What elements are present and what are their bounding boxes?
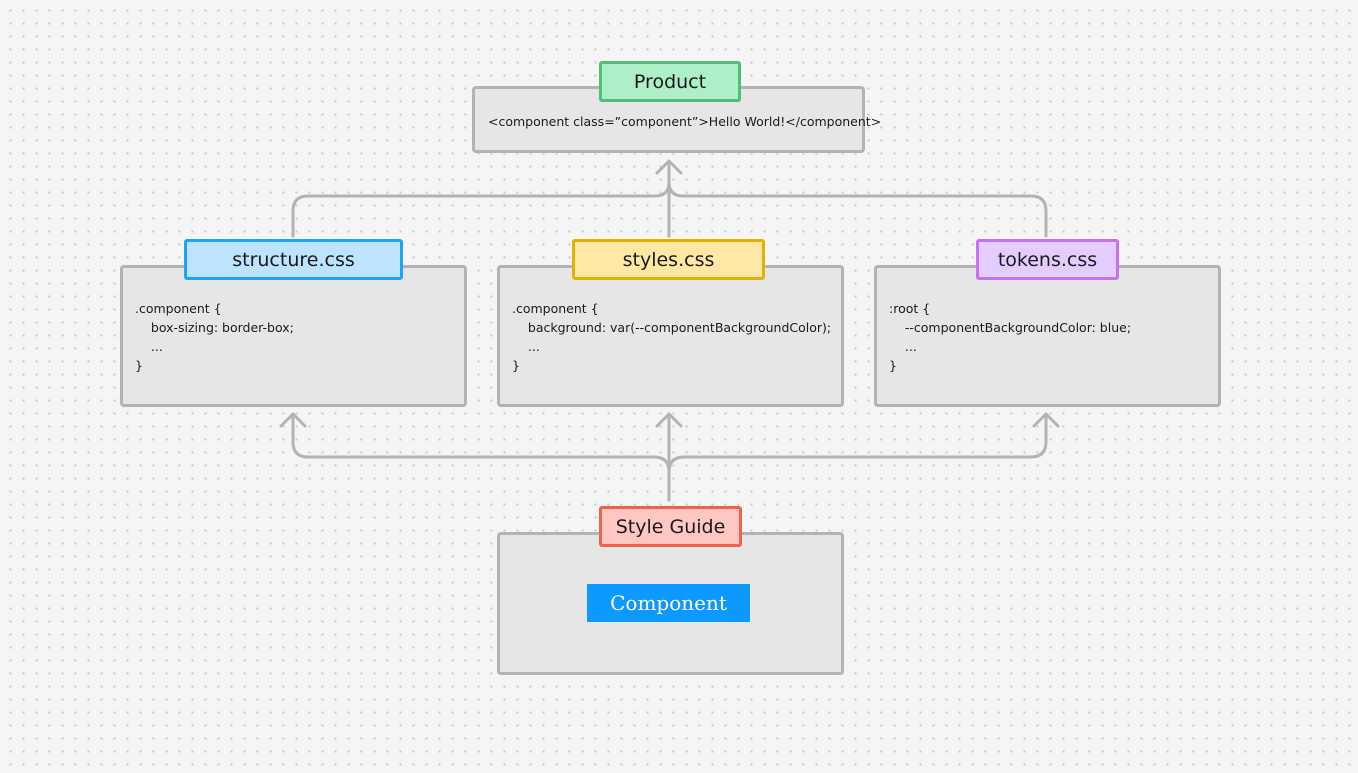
arrowhead-styles [655,412,683,428]
arrowhead-tokens [1032,412,1060,428]
structure-box: .component { box-sizing: border-box; ...… [120,265,467,407]
styles-tag: styles.css [572,239,765,280]
structure-code: .component { box-sizing: border-box; ...… [135,301,294,373]
tokens-box: :root { --componentBackgroundColor: blue… [874,265,1221,407]
arrowhead-product [655,159,683,175]
arrow-guide-to-tokens [667,413,1048,502]
product-tag: Product [599,61,741,102]
arrow-guide-to-structure [291,413,671,502]
structure-tag: structure.css [184,239,403,280]
arrow-tokens-to-product [667,161,1048,238]
style-guide-tag: Style Guide [599,506,742,547]
style-guide-title: Style Guide [615,515,726,538]
arrow-structure-to-product [291,161,671,238]
product-title: Product [633,70,707,93]
component-button[interactable]: Component [587,584,750,622]
structure-title: structure.css [232,248,355,271]
arrowhead-structure [279,412,307,428]
styles-code: .component { background: var(--component… [512,301,832,373]
product-code: <component class=”component”>Hello World… [488,114,882,129]
tokens-tag: tokens.css [976,239,1119,280]
styles-title: styles.css [622,248,715,271]
tokens-code: :root { --componentBackgroundColor: blue… [889,301,1132,373]
tokens-title: tokens.css [997,248,1098,271]
styles-box: .component { background: var(--component… [497,265,844,407]
